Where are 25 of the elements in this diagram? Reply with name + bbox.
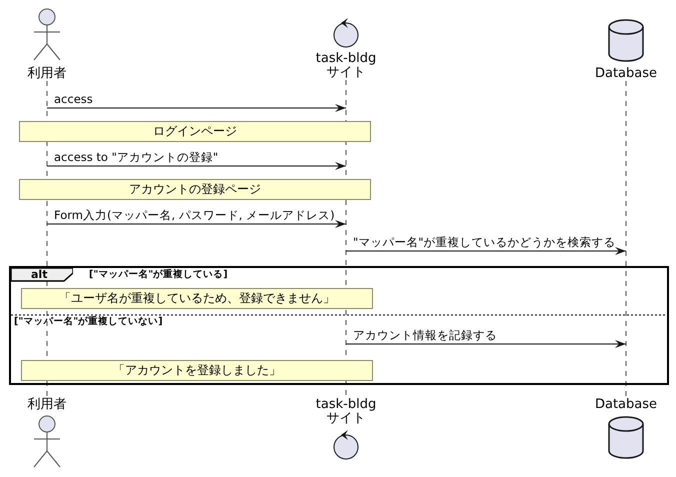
message-label: Form入力(マッパー名, パスワード, メールアドレス): [54, 208, 335, 223]
guard-condition: ["マッパー名"が重複している]: [89, 268, 228, 281]
note-box: ログインページ: [19, 121, 371, 142]
note-box: 「アカウントを登録しました」: [21, 360, 373, 381]
lifeline: [625, 81, 627, 398]
message-arrow: [346, 247, 626, 255]
message-arrow: [46, 162, 346, 170]
participant-name: 利用者: [28, 67, 66, 81]
message-arrow: [346, 340, 626, 348]
guard-condition: ["マッパー名"が重複していない]: [14, 315, 163, 328]
participant-name: task-bldg サイト: [314, 398, 378, 426]
message-arrow: [46, 220, 346, 228]
message-label: access: [54, 92, 93, 106]
alt-frame: [9, 266, 669, 385]
message-arrow: [46, 104, 346, 112]
message-label: access to "アカウントの登録": [54, 150, 218, 165]
participant-name: Database: [594, 398, 658, 412]
message-label: "マッパー名"が重複しているかどうかを検索する: [353, 235, 616, 250]
participant-name: task-bldg サイト: [314, 52, 378, 80]
participant-name: Database: [594, 67, 658, 81]
operator-tab: alt: [11, 268, 73, 282]
message-label: アカウント情報を記録する: [353, 328, 497, 343]
note-box: アカウントの登録ページ: [19, 179, 371, 200]
participant-name: 利用者: [28, 398, 66, 412]
note-box: 「ユーザ名が重複しているため、登録できません」: [21, 288, 373, 309]
